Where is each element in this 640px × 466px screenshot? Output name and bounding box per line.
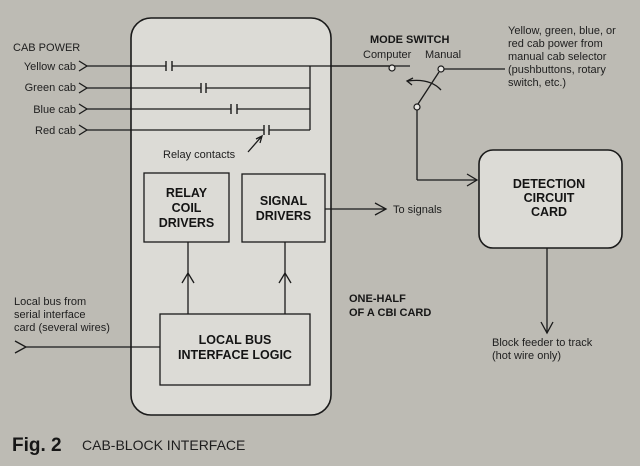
logic-to-relay-arrow-icon [181, 271, 195, 284]
svg-text:Local bus from: Local bus from [14, 296, 86, 308]
local-bus-note: Local bus from serial interface card (se… [14, 296, 110, 334]
detection-card-label: DETECTION [513, 177, 585, 191]
svg-text:CIRCUIT: CIRCUIT [524, 191, 575, 205]
figure-title: CAB-BLOCK INTERFACE [82, 437, 245, 453]
connector-green-icon [78, 82, 89, 94]
logic-to-signal-arrow-icon [278, 271, 292, 284]
svg-text:CARD: CARD [531, 205, 567, 219]
block-feeder-arrow-icon [540, 321, 554, 335]
relay-contacts-pointer-arrow-icon [247, 134, 264, 153]
mode-switch-manual-label: Manual [425, 49, 461, 61]
svg-text:card (several wires): card (several wires) [14, 322, 110, 334]
local-bus-logic-label: LOCAL BUS [199, 333, 272, 347]
switch-pivot-icon [413, 103, 421, 111]
svg-text:Yellow, green, blue, or: Yellow, green, blue, or [508, 25, 616, 37]
cab-power-inputs: Yellow cab Green cab Blue cab Red cab [24, 60, 410, 137]
connector-yellow-icon [78, 60, 89, 72]
cbi-card-label-line2: OF A CBI CARD [349, 307, 431, 319]
switch-throw-arrow-icon [405, 77, 442, 91]
cab-label-yellow: Yellow cab [24, 61, 76, 73]
manual-source-note: Yellow, green, blue, or red cab power fr… [508, 25, 616, 89]
svg-text:manual cab selector: manual cab selector [508, 51, 607, 63]
relay-contacts-label: Relay contacts [163, 149, 236, 161]
detection-circuit-card-box [478, 149, 623, 249]
svg-text:DRIVERS: DRIVERS [159, 216, 215, 230]
svg-text:switch, etc.): switch, etc.) [508, 77, 566, 89]
mode-switch-title: MODE SWITCH [370, 34, 449, 46]
local-bus-interface-logic-box [159, 313, 311, 386]
svg-text:serial interface: serial interface [14, 309, 86, 321]
cab-label-red: Red cab [35, 125, 76, 137]
switch-blade-icon [417, 71, 440, 105]
computer-terminal-icon [388, 64, 396, 72]
cbi-card-label-line1: ONE-HALF [349, 293, 406, 305]
cab-label-blue: Blue cab [33, 104, 76, 116]
connector-blue-icon [78, 103, 89, 115]
svg-text:DRIVERS: DRIVERS [256, 209, 312, 223]
svg-text:COIL: COIL [172, 201, 202, 215]
svg-text:INTERFACE LOGIC: INTERFACE LOGIC [178, 348, 292, 362]
to-signals-label: To signals [393, 204, 442, 216]
block-feeder-note-line2: (hot wire only) [492, 350, 561, 362]
block-feeder-note-line1: Block feeder to track [492, 337, 593, 349]
cab-power-heading: CAB POWER [13, 42, 80, 54]
figure-number: Fig. 2 [12, 435, 62, 456]
manual-terminal-icon [437, 65, 445, 73]
to-signals-arrow-icon [374, 202, 388, 216]
mode-switch-computer-label: Computer [363, 49, 412, 61]
local-bus-connector-icon [14, 340, 28, 354]
signal-drivers-box [241, 173, 326, 243]
svg-text:red cab power from: red cab power from [508, 38, 603, 50]
detection-input-arrow-icon [466, 173, 479, 187]
relay-coil-drivers-label: RELAY [166, 186, 208, 200]
relay-coil-drivers-box [143, 172, 230, 243]
signal-drivers-label: SIGNAL [260, 194, 308, 208]
connector-red-icon [78, 124, 89, 136]
cab-label-green: Green cab [25, 82, 76, 94]
svg-text:(pushbuttons, rotary: (pushbuttons, rotary [508, 64, 606, 76]
